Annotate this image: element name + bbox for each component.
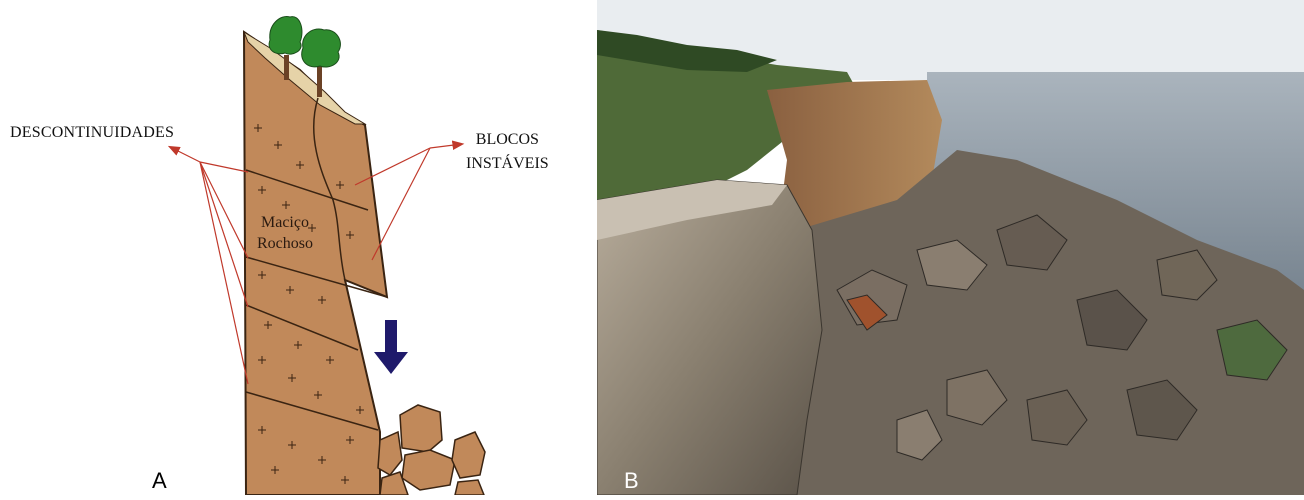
photo-panel-b: B bbox=[597, 0, 1304, 495]
unstable-blocks-label-line2: INSTÁVEIS bbox=[466, 152, 549, 176]
rock-massif-label-line1: Maciço bbox=[245, 212, 325, 233]
rock-massif-label-line2: Rochoso bbox=[245, 233, 325, 254]
fallen-blocks bbox=[378, 405, 485, 495]
discontinuity-leader-lines bbox=[170, 147, 248, 384]
cliff-photo bbox=[597, 0, 1304, 495]
fall-arrow bbox=[374, 320, 408, 374]
panel-b-letter: B bbox=[624, 470, 639, 492]
unstable-blocks-label-line1: BLOCOS bbox=[466, 128, 549, 152]
panel-a-letter: A bbox=[152, 470, 167, 492]
diagram-panel-a: DESCONTINUIDADES BLOCOS INSTÁVEIS Maciço… bbox=[0, 0, 590, 495]
discontinuities-label: DESCONTINUIDADES bbox=[10, 124, 174, 142]
unstable-blocks-label: BLOCOS INSTÁVEIS bbox=[466, 128, 549, 176]
rock-massif-label: Maciço Rochoso bbox=[245, 212, 325, 254]
